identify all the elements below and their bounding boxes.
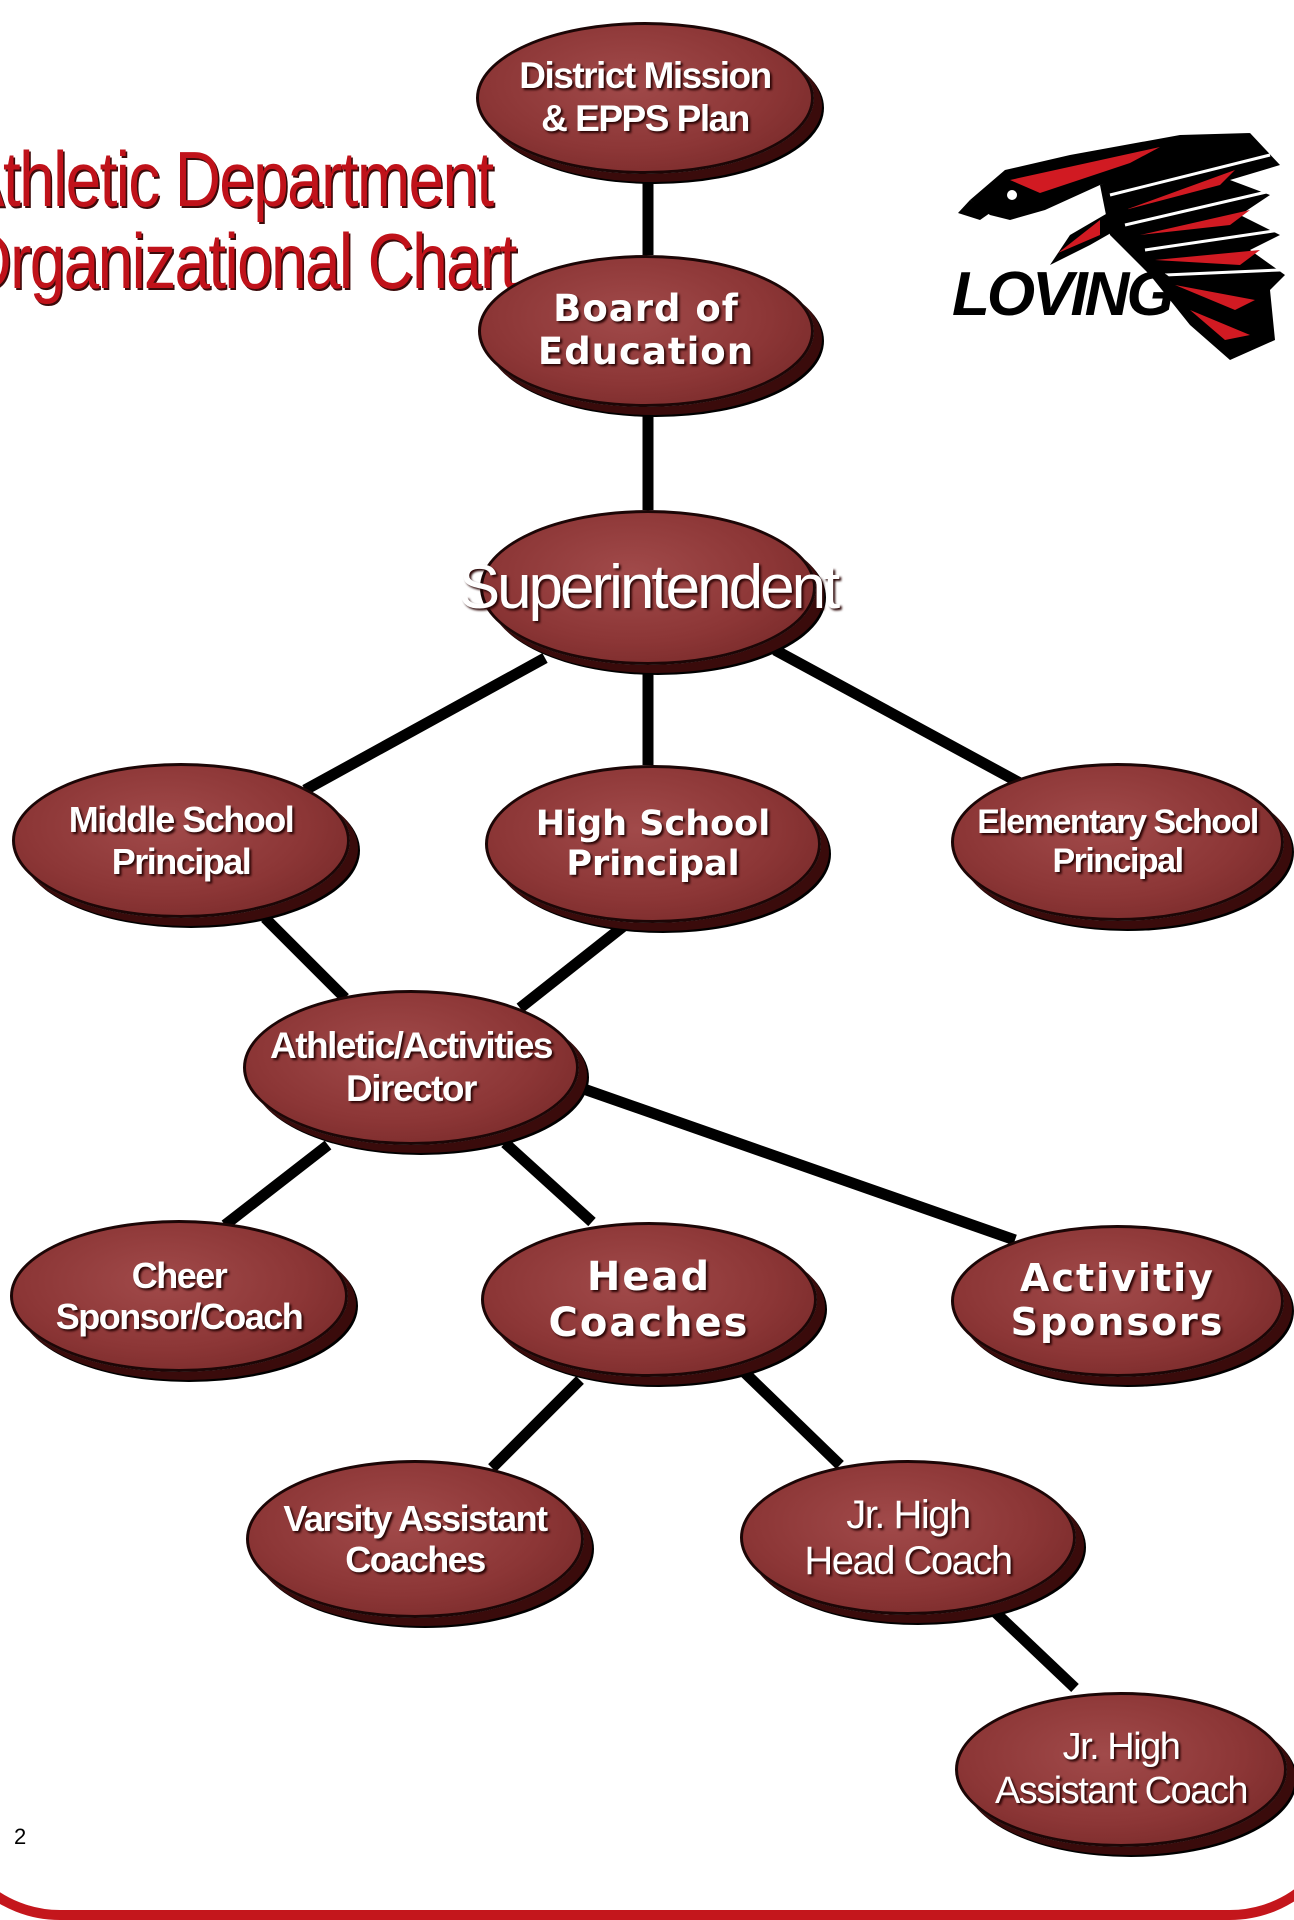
node-varsity-line1: Varsity Assistant [283,1497,548,1539]
node-athletic-director: Athletic/Activities Director [243,990,579,1145]
node-jrhigh-head-line2: Head Coach [804,1538,1013,1583]
node-hs-line1: High School [535,803,771,844]
node-district-mission: District Mission & EPPS Plan [476,22,814,174]
node-activity-sponsors: Activitiy Sponsors [951,1225,1284,1377]
connector-ad-activity [576,1081,1017,1246]
node-jrhigh-asst-line2: Assistant Coach [994,1769,1249,1812]
node-activity-line1: Activitiy [1020,1256,1215,1301]
connector-ad-head [501,1138,596,1227]
node-varsity-assistant-coaches: Varsity Assistant Coaches [246,1460,584,1618]
node-ad-line2: Director [346,1067,477,1109]
connector-superintendent-es [772,645,1023,788]
connector-jrhigh-asst [991,1608,1079,1692]
node-cheer-line1: Cheer [131,1254,228,1296]
node-board-of-education: Board of Education [478,255,814,407]
node-jr-high-assistant-coach: Jr. High Assistant Coach [955,1692,1287,1847]
page-number: 2 [14,1824,27,1849]
node-activity-line2: Sponsors [1010,1300,1225,1344]
node-ms-line1: Middle School [68,799,295,841]
node-cheer-line2: Sponsor/Coach [55,1296,304,1337]
connector-head-varsity [488,1376,584,1472]
node-hs-line2: Principal [566,844,740,884]
node-district-mission-line1: District Mission [519,55,772,97]
node-elementary-school-principal: Elementary School Principal [951,763,1284,921]
node-high-school-principal: High School Principal [485,765,821,923]
node-cheer-sponsor-coach: Cheer Sponsor/Coach [10,1220,348,1372]
node-ms-line2: Principal [111,840,252,882]
chart-title: Athletic Department Organizational Chart [0,135,517,305]
node-head-line1: Head [586,1253,712,1300]
connector-ms-ad [261,914,349,1002]
node-superintendent: Superintendent [459,510,840,665]
connector-hs-ad [516,920,629,1013]
node-es-line2: Principal [1052,842,1184,880]
logo-text: LOVING [952,260,1173,329]
node-jr-high-head-coach: Jr. High Head Coach [740,1460,1076,1615]
connector-superintendent-ms [302,653,548,795]
falcon-icon: LOVING [952,133,1285,360]
node-head-line2: Coaches [548,1299,750,1346]
node-jrhigh-head-line1: Jr. High [846,1492,971,1537]
node-superintendent-label: Superintendent [458,552,841,622]
connector-head-jrhigh [738,1366,844,1469]
node-jrhigh-asst-line1: Jr. High [1062,1725,1181,1768]
node-board-line2: Education [537,330,755,373]
node-board-line1: Board of [553,287,739,331]
node-district-mission-line2: & EPPS Plan [541,98,750,139]
node-es-line1: Elementary School [977,802,1259,841]
chart-title-line2: Organizational Chart [0,217,517,305]
connector-ad-cheer [221,1140,332,1230]
node-ad-line1: Athletic/Activities [270,1024,553,1066]
chart-title-line1: Athletic Department [0,135,494,223]
connector-lines [221,175,1079,1692]
node-head-coaches: Head Coaches [481,1222,817,1377]
node-middle-school-principal: Middle School Principal [12,763,350,918]
node-varsity-line2: Coaches [345,1539,486,1580]
